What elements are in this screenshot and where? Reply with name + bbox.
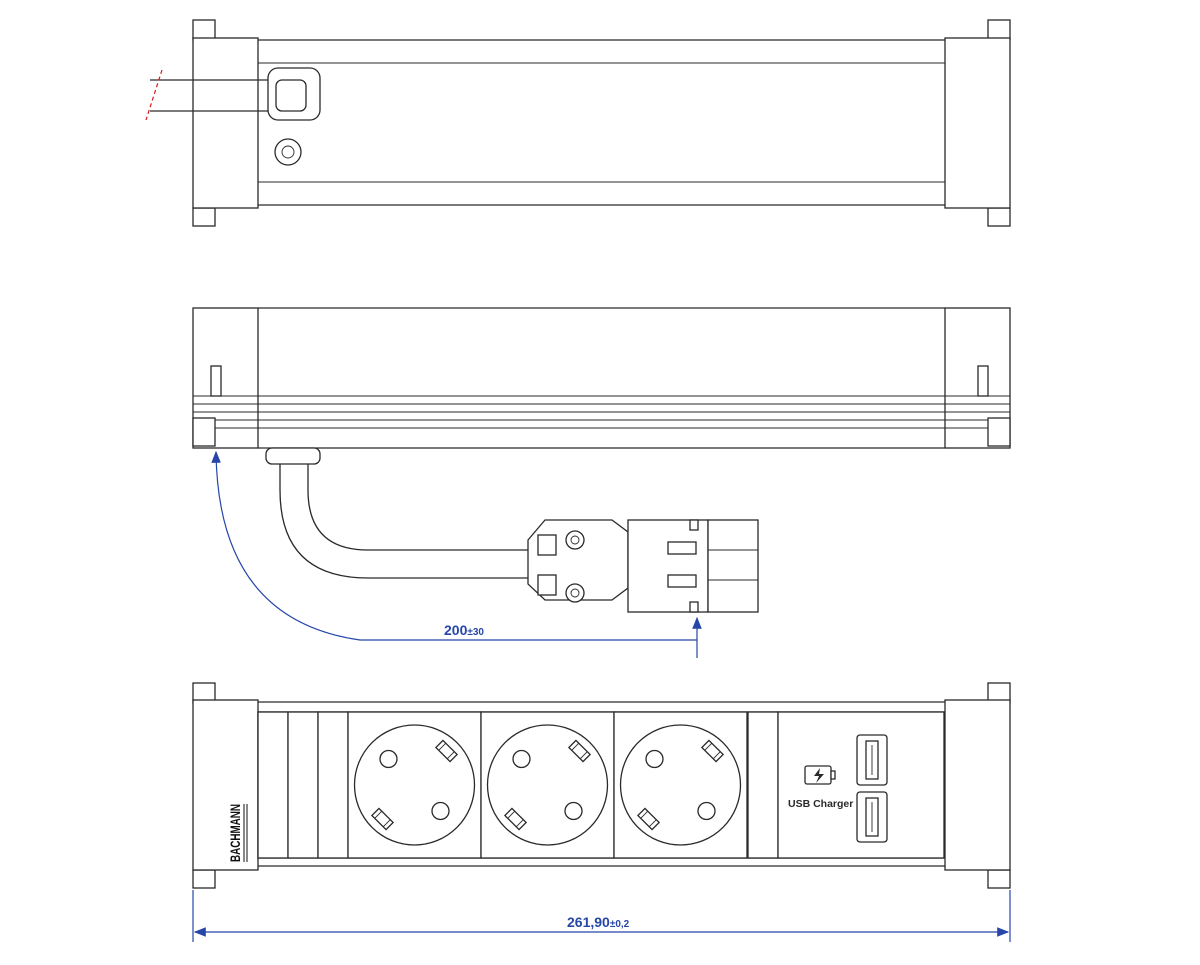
earthing-clip bbox=[567, 739, 592, 763]
usb-charger-label: USB Charger bbox=[788, 798, 853, 810]
side-cable bbox=[279, 464, 528, 579]
bachmann-logo: BACHMANN bbox=[227, 804, 248, 862]
side-cable-bushing bbox=[265, 447, 321, 465]
power-cable-top bbox=[145, 69, 282, 121]
socket-pin-hole bbox=[512, 749, 531, 769]
cable-length-value: 200±30 bbox=[444, 622, 484, 638]
gst-connector bbox=[527, 519, 759, 613]
socket-pin-hole bbox=[564, 801, 583, 821]
socket-pin-hole bbox=[379, 749, 398, 769]
schuko-sockets bbox=[347, 711, 748, 859]
schuko-socket bbox=[480, 711, 615, 859]
front-right-end-cap bbox=[944, 699, 1011, 871]
schuko-socket bbox=[613, 711, 748, 859]
top-profile-body bbox=[258, 39, 945, 206]
socket-pin-hole bbox=[697, 801, 716, 821]
blank-panels bbox=[257, 711, 779, 859]
socket-pin-hole bbox=[645, 749, 664, 769]
earthing-clip bbox=[370, 807, 395, 831]
top-mounting-clips bbox=[192, 19, 1011, 227]
side-view: 200±30 bbox=[192, 307, 1011, 658]
left-end-cap bbox=[192, 37, 259, 209]
cable-cut-mark bbox=[145, 69, 163, 121]
battery-charge-icon bbox=[804, 765, 836, 785]
mounting-screw bbox=[274, 138, 302, 166]
overall-length-dimension: 261,90±0,2 bbox=[192, 890, 1011, 942]
usb-charger-module: USB Charger bbox=[777, 711, 945, 859]
usb-port-2 bbox=[856, 791, 888, 843]
side-clips bbox=[192, 365, 1011, 447]
earthing-clip bbox=[636, 807, 661, 831]
earthing-clip bbox=[503, 807, 528, 831]
top-view bbox=[145, 19, 1011, 227]
right-end-cap bbox=[944, 37, 1011, 209]
svg-text:BACHMANN: BACHMANN bbox=[227, 804, 243, 862]
earthing-clip bbox=[700, 739, 725, 763]
earthing-clip bbox=[434, 739, 459, 763]
cable-length-dimension: 200±30 bbox=[211, 450, 702, 658]
side-profile-body bbox=[193, 307, 1010, 449]
front-view: USB Charger BACHMANN 261,90±0,2 bbox=[192, 682, 1011, 942]
usb-port-1 bbox=[856, 734, 888, 786]
socket-pin-hole bbox=[431, 801, 450, 821]
front-left-end-cap bbox=[192, 699, 259, 871]
overall-length-value: 261,90±0,2 bbox=[567, 914, 630, 930]
cable-strain-relief bbox=[267, 67, 321, 121]
schuko-socket bbox=[347, 711, 482, 859]
